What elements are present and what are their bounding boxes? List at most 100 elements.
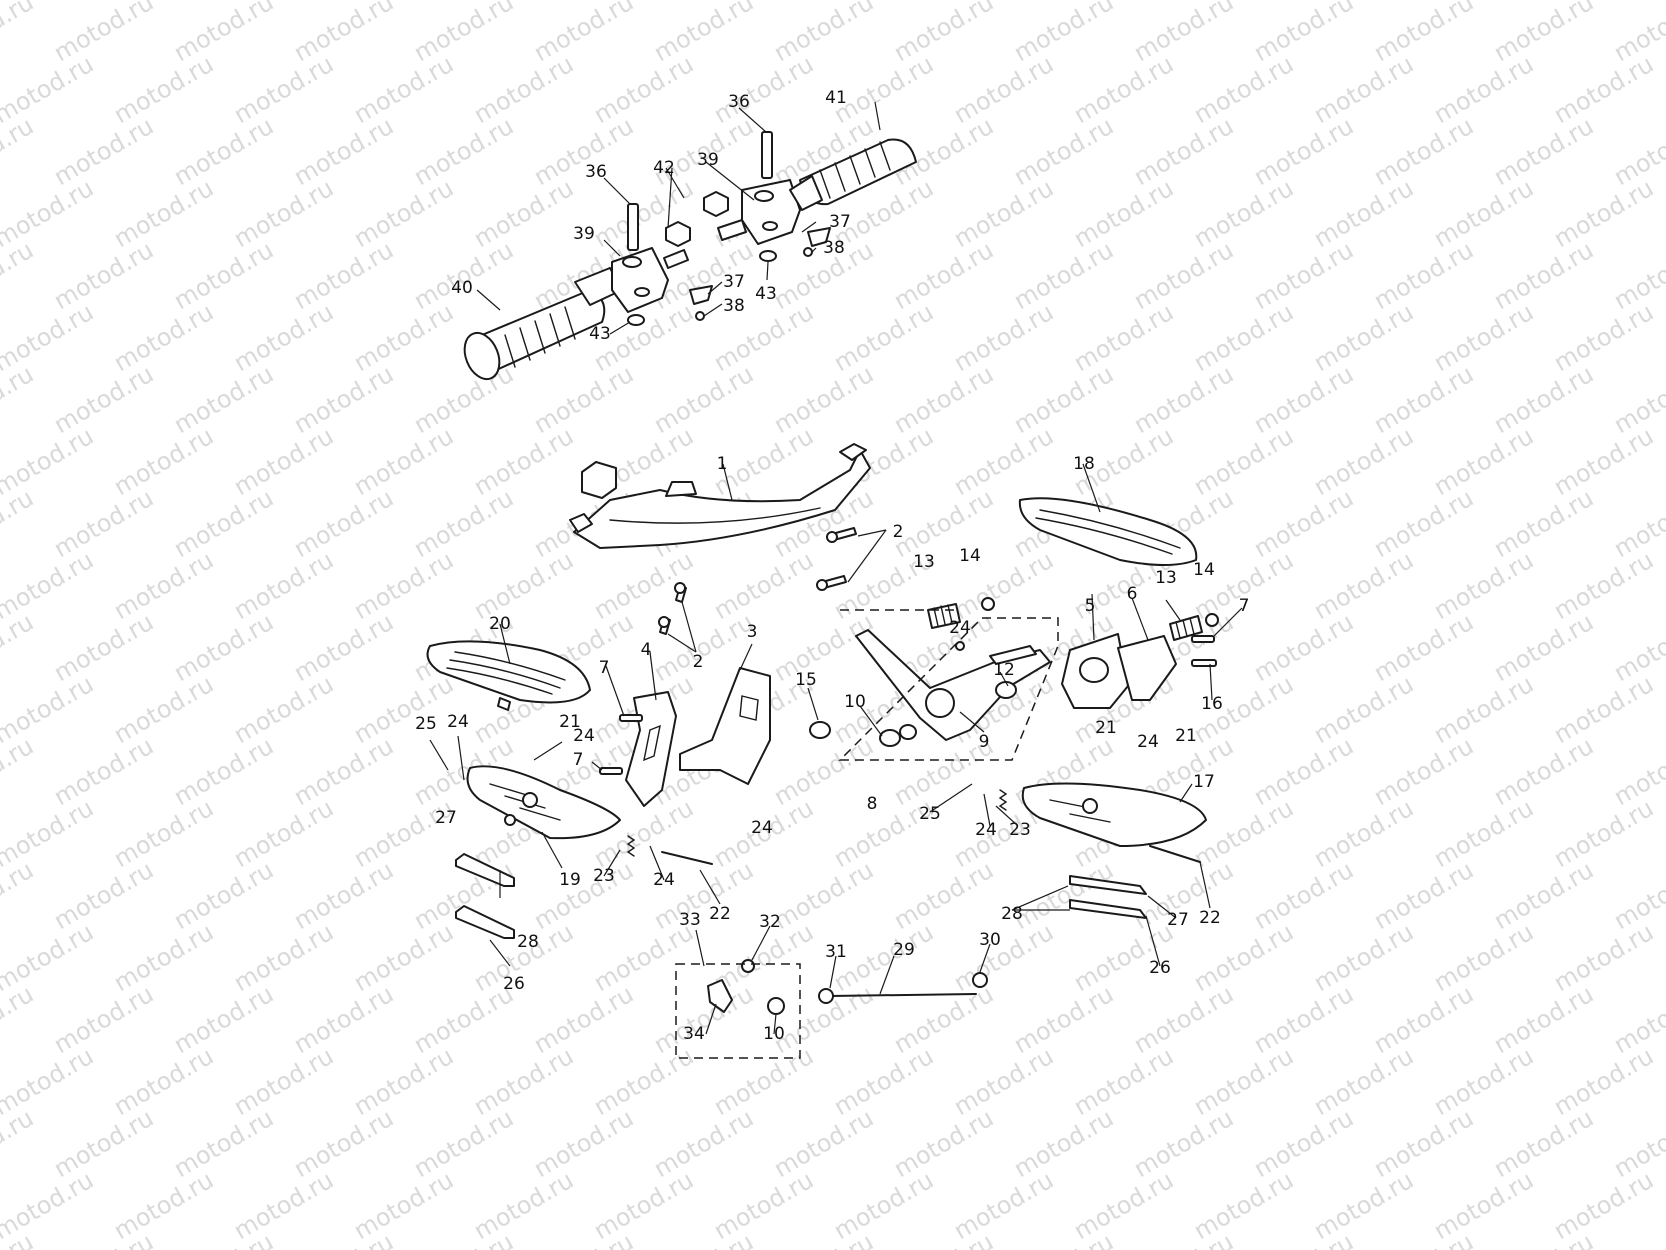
pin-22-left	[661, 851, 713, 865]
watermark-text: motod.ru	[109, 1042, 218, 1121]
watermark-text: motod.ru	[1429, 50, 1538, 129]
watermark-text: motod.ru	[1369, 236, 1478, 315]
watermark-text: motod.ru	[1429, 1042, 1538, 1121]
watermark-text: motod.ru	[1309, 546, 1418, 625]
watermark-text: motod.ru	[589, 1166, 698, 1245]
watermark-text: motod.ru	[529, 980, 638, 1059]
watermark-text: motod.ru	[1369, 980, 1478, 1059]
watermark-text: motod.ru	[1189, 918, 1298, 997]
watermark-text: motod.ru	[409, 1228, 518, 1250]
footboard-top-right	[1018, 497, 1198, 566]
watermark-text: motod.ru	[49, 1228, 158, 1250]
leader-lines	[429, 101, 1243, 1035]
watermark-text: motod.ru	[709, 50, 818, 129]
watermark-text: motod.ru	[0, 1104, 38, 1183]
watermark-text: motod.ru	[349, 50, 458, 129]
watermark-text: motod.ru	[229, 174, 338, 253]
watermark-text: motod.ru	[169, 980, 278, 1059]
watermark-text: motod.ru	[1189, 794, 1298, 873]
watermark-text: motod.ru	[1129, 112, 1238, 191]
bolt-7b	[599, 767, 623, 775]
bolt-group-2	[658, 527, 857, 635]
callout-label: 1	[717, 454, 728, 474]
watermark-text: motod.ru	[109, 670, 218, 749]
watermark-text: motod.ru	[1249, 484, 1358, 563]
bolt-16	[1191, 659, 1217, 667]
watermark-text: motod.ru	[949, 298, 1058, 377]
watermark-text: motod.ru	[109, 50, 218, 129]
watermark-text: motod.ru	[229, 918, 338, 997]
washer-24-brake	[955, 641, 965, 651]
watermark-text: motod.ru	[829, 298, 938, 377]
watermark-text: motod.ru	[1489, 608, 1598, 687]
watermark-text: motod.ru	[1549, 794, 1658, 873]
watermark-text: motod.ru	[1249, 1104, 1358, 1183]
watermark-text: motod.ru	[169, 236, 278, 315]
nut-upper	[703, 191, 729, 217]
callout-label: 15	[795, 670, 817, 690]
watermark-text: motod.ru	[889, 236, 998, 315]
watermark-text: motod.ru	[769, 1228, 878, 1250]
watermark-text: motod.ru	[1489, 484, 1598, 563]
watermark-text: motod.ru	[589, 1042, 698, 1121]
watermark-text: motod.ru	[469, 174, 578, 253]
watermark-text: motod.ru	[1489, 0, 1598, 67]
ball-right	[803, 247, 813, 257]
watermark-text: motod.ru	[649, 1104, 758, 1183]
watermark-text: motod.ru	[1249, 0, 1358, 67]
rubber-stop-right	[807, 227, 831, 247]
watermark-text: motod.ru	[1429, 422, 1538, 501]
watermark-text: motod.ru	[349, 422, 458, 501]
callout-label: 10	[763, 1024, 785, 1044]
watermark-text: motod.ru	[409, 1104, 518, 1183]
watermark-text: motod.ru	[1009, 980, 1118, 1059]
callout-label: 18	[1073, 454, 1095, 474]
watermark-text: motod.ru	[649, 980, 758, 1059]
watermark-text: motod.ru	[889, 1228, 998, 1250]
watermark-text: motod.ru	[1069, 174, 1178, 253]
footpeg-bracket-right	[717, 179, 801, 245]
callout-label: 37	[723, 272, 745, 292]
watermark-text: motod.ru	[469, 422, 578, 501]
watermark-text: motod.ru	[109, 918, 218, 997]
watermark-text: motod.ru	[229, 1166, 338, 1245]
callout-label: 39	[697, 150, 719, 170]
callout-label: 41	[825, 88, 847, 108]
watermark-text: motod.ru	[1249, 856, 1358, 935]
callout-label: 32	[759, 912, 781, 932]
callout-label: 23	[1009, 820, 1031, 840]
watermark-text: motod.ru	[529, 0, 638, 67]
callout-label: 12	[993, 660, 1015, 680]
watermark-text: motod.ru	[649, 360, 758, 439]
watermark-text: motod.ru	[229, 422, 338, 501]
pin-right	[761, 131, 773, 179]
watermark-text: motod.ru	[0, 732, 38, 811]
watermark-text: motod.ru	[0, 112, 38, 191]
watermark-text: motod.ru	[1369, 112, 1478, 191]
watermark-text: motod.ru	[169, 0, 278, 67]
watermark-text: motod.ru	[1189, 298, 1298, 377]
callout-label: 33	[679, 910, 701, 930]
watermark-text: motod.ru	[769, 0, 878, 67]
watermark-text: motod.ru	[0, 608, 38, 687]
watermark-text: motod.ru	[1069, 1042, 1178, 1121]
spring-23-left	[626, 835, 636, 857]
bushing-15	[809, 721, 831, 739]
watermark-text: motod.ru	[169, 1104, 278, 1183]
watermark-text: motod.ru	[1369, 484, 1478, 563]
callout-label: 43	[589, 324, 611, 344]
watermark-text: motod.ru	[469, 546, 578, 625]
watermark-text: motod.ru	[889, 1104, 998, 1183]
watermark-text: motod.ru	[1549, 422, 1658, 501]
watermark-text: motod.ru	[1309, 918, 1418, 997]
watermark-text: motod.ru	[469, 50, 578, 129]
watermark-text: motod.ru	[1249, 980, 1358, 1059]
watermark-text: motod.ru	[0, 484, 38, 563]
washer-right	[759, 250, 777, 262]
watermark-text: motod.ru	[1189, 1042, 1298, 1121]
callout-label: 36	[585, 162, 607, 182]
watermark-text: motod.ru	[349, 1042, 458, 1121]
callout-label: 2	[693, 652, 704, 672]
watermark-text: motod.ru	[769, 360, 878, 439]
watermark-text: motod.ru	[949, 1042, 1058, 1121]
